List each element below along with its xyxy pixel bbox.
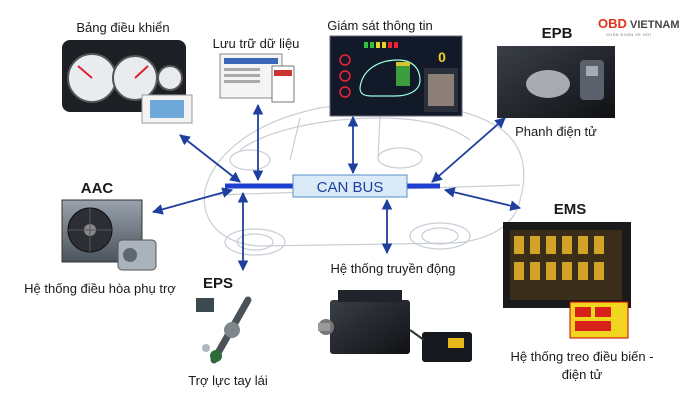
node-epb: EPB Phanh điện tử — [497, 25, 615, 139]
aac-label: Hệ thống điều hòa phụ trợ — [24, 281, 176, 296]
epb-code: EPB — [542, 25, 573, 42]
storage-label: Lưu trữ dữ liệu — [213, 36, 300, 51]
ems-code: EMS — [554, 201, 587, 218]
eps-code: EPS — [203, 275, 233, 292]
arrow-dashboard — [179, 134, 241, 183]
arrow-epb — [431, 117, 506, 183]
epb-label: Phanh điện tử — [515, 124, 597, 139]
node-aac: AAC Hệ thống điều hòa phụ trợ — [24, 180, 176, 296]
obd-vietnam-logo: OBD VIETNAM CHẨN ĐOÁN XE HƠI — [598, 16, 680, 37]
dashboard-label: Bảng điều khiển — [76, 20, 169, 35]
monitor-readout: 0 — [438, 49, 446, 65]
node-storage: Lưu trữ dữ liệu — [213, 36, 300, 103]
ems-label-line1: Hệ thống treo điều biến - — [510, 349, 653, 364]
dashboard-image — [62, 40, 193, 124]
epb-image — [497, 46, 615, 118]
monitor-label: Giám sát thông tin — [327, 18, 433, 33]
logo-tagline: CHẨN ĐOÁN XE HƠI — [606, 32, 651, 37]
eps-label: Trợ lực tay lái — [188, 373, 268, 388]
node-powertrain: Hệ thống truyền động — [318, 261, 472, 362]
logo-brand-b: VIETNAM — [630, 19, 680, 31]
arrow-ems — [443, 187, 522, 211]
node-monitor: Giám sát thông tin 0 — [327, 18, 463, 117]
storage-image — [219, 53, 295, 103]
node-ems: EMS Hệ thống treo điều biến - điện tử — [503, 201, 654, 382]
powertrain-label: Hệ thống truyền động — [330, 261, 455, 276]
node-dashboard: Bảng điều khiển — [62, 20, 193, 124]
aac-code: AAC — [81, 180, 114, 197]
can-bus-label: CAN BUS — [317, 179, 384, 196]
powertrain-image — [318, 290, 472, 362]
eps-image — [196, 296, 252, 364]
monitor-screen: 0 — [329, 35, 463, 117]
node-eps: EPS Trợ lực tay lái — [188, 275, 268, 388]
ems-label-line2: điện tử — [562, 367, 603, 382]
logo-brand-a: OBD — [598, 16, 627, 31]
can-bus-box — [292, 174, 408, 198]
aac-image — [61, 199, 157, 271]
connector-arrows — [151, 103, 522, 272]
arrow-aac — [151, 187, 234, 215]
can-bus-line: CAN BUS — [225, 174, 440, 198]
ems-image — [503, 222, 631, 339]
